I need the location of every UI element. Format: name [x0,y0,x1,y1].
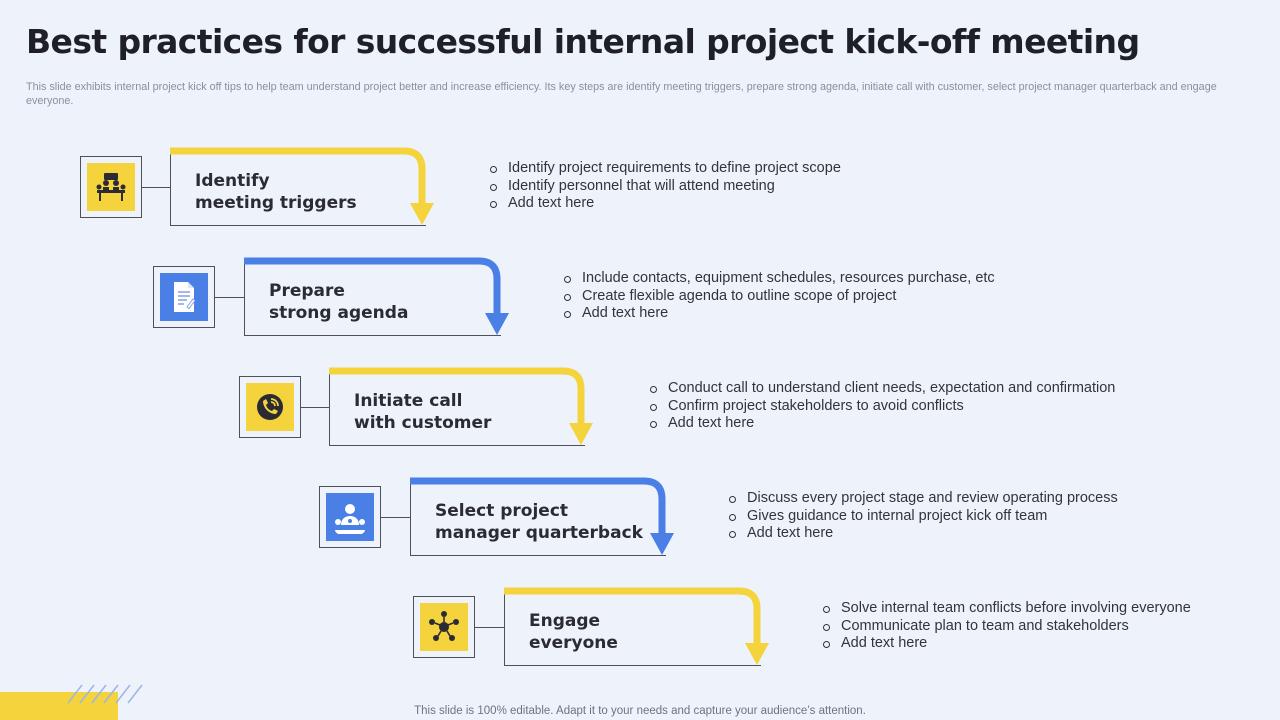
icon-frame [153,266,215,328]
step-title-line: Prepare [269,281,345,301]
project-manager-icon [326,493,374,541]
connector-line [215,297,244,298]
icon-frame [319,486,381,548]
curved-arrow [170,147,434,225]
meeting-icon [87,163,135,211]
bullet-item: Conduct call to understand client needs,… [650,380,1115,398]
team-engagement-icon [420,603,468,651]
page-title: Best practices for successful internal p… [26,22,1140,61]
bullet-item: Add text here [823,635,1191,653]
bullet-item: Add text here [490,195,841,213]
icon-frame [413,596,475,658]
step-title-line: manager quarterback [435,523,643,543]
bullet-item: Solve internal team conflicts before inv… [823,600,1191,618]
phone-call-icon [246,383,294,431]
icon-frame [80,156,142,218]
bullet-item: Add text here [650,415,1115,433]
step-title-line: meeting triggers [195,193,357,213]
bullet-item: Identify personnel that will attend meet… [490,178,841,196]
step-bullets: Discuss every project stage and review o… [729,490,1118,543]
bullet-item: Discuss every project stage and review o… [729,490,1118,508]
bullet-item: Communicate plan to team and stakeholder… [823,618,1191,636]
step-title-line: with customer [354,413,492,433]
icon-frame [239,376,301,438]
curved-arrow [329,367,593,445]
footer-note: This slide is 100% editable. Adapt it to… [414,705,866,717]
curved-arrow [244,257,509,335]
document-icon [160,273,208,321]
connector-line [301,407,329,408]
bullet-item: Add text here [729,525,1118,543]
step-bullets: Conduct call to understand client needs,… [650,380,1115,433]
bullet-item: Gives guidance to internal project kick … [729,508,1118,526]
footer-accent-bar [0,692,118,720]
bullet-item: Create flexible agenda to outline scope … [564,288,995,306]
hatch-decoration [68,684,143,704]
bullet-item: Add text here [564,305,995,323]
step-title-line: Initiate call [354,391,463,411]
connector-line [475,627,504,628]
step-title-line: Identify [195,171,270,191]
curved-arrow [410,477,674,555]
page-subtitle: This slide exhibits internal project kic… [26,81,1217,107]
step-title-line: strong agenda [269,303,409,323]
bullet-item: Identify project requirements to define … [490,160,841,178]
connector-line [381,517,410,518]
step-bullets: Identify project requirements to define … [490,160,841,213]
bullet-item: Confirm project stakeholders to avoid co… [650,398,1115,416]
connector-line [142,187,170,188]
curved-arrow [504,587,769,665]
step-title-line: Select project [435,501,569,521]
step-title-line: everyone [529,633,618,653]
step-title-line: Engage [529,611,601,631]
bullet-item: Include contacts, equipment schedules, r… [564,270,995,288]
step-bullets: Include contacts, equipment schedules, r… [564,270,995,323]
step-bullets: Solve internal team conflicts before inv… [823,600,1191,653]
